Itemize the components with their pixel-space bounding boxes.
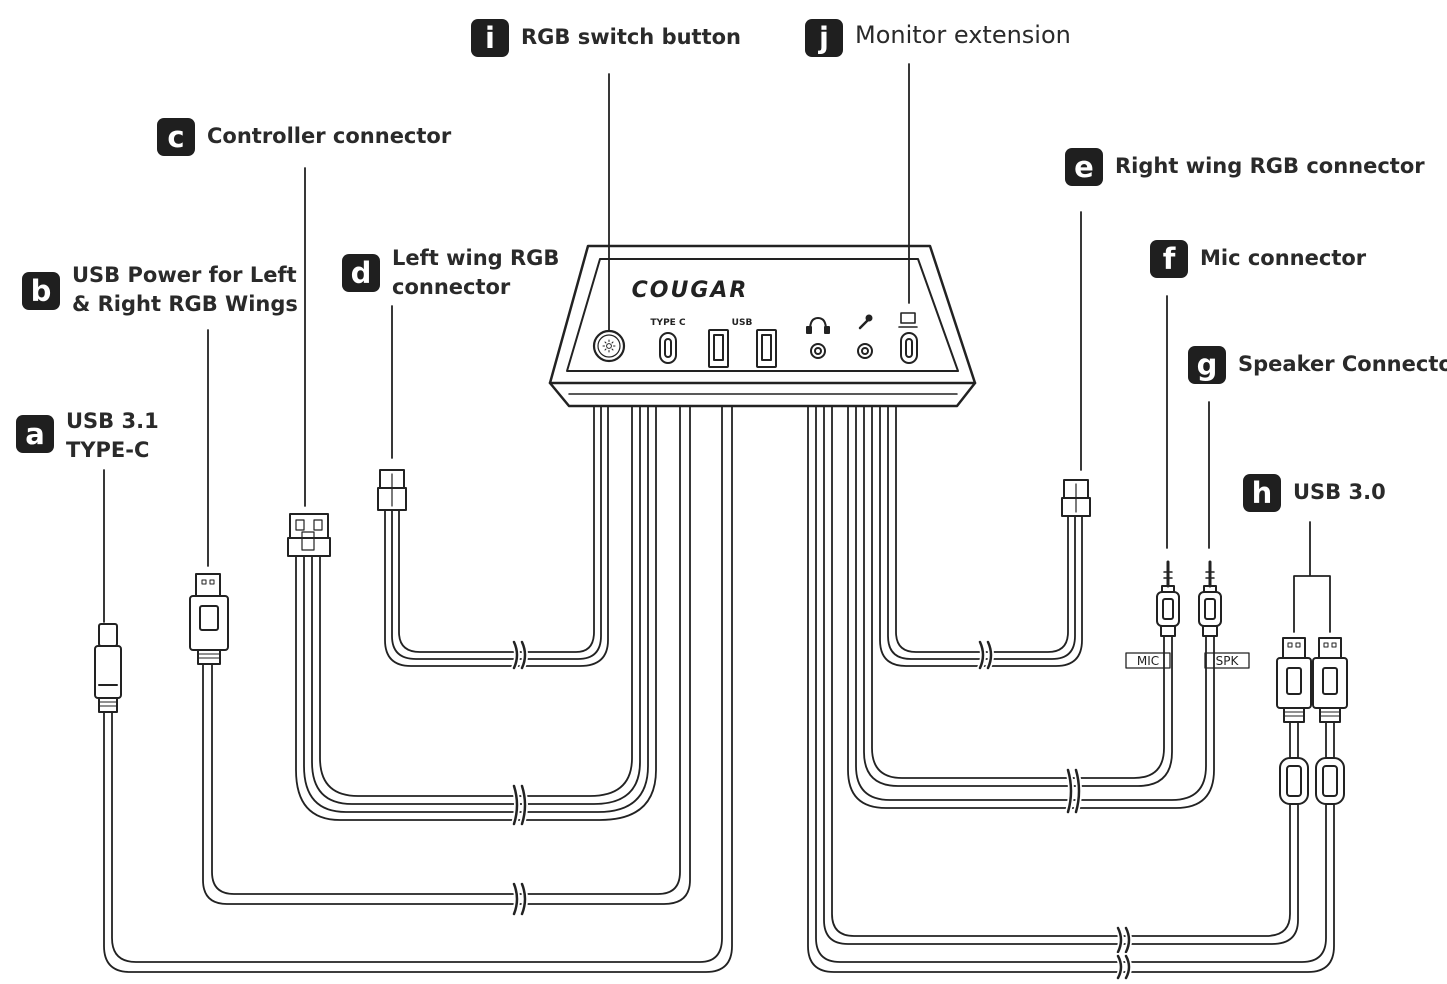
badge-e: e — [1065, 148, 1103, 186]
cable-usb30 — [807, 405, 1335, 973]
monitor-extension-port — [900, 332, 918, 364]
typec-port-label: TYPE C — [650, 318, 686, 328]
label-d-text: Left wing RGB connector — [392, 246, 560, 299]
usb30-plug-1 — [1276, 637, 1312, 723]
typec-port — [659, 332, 677, 364]
badge-a: a — [16, 415, 54, 453]
label-c: c Controller connector — [157, 118, 451, 156]
label-j: j Monitor extension — [805, 19, 1071, 57]
controller-connector-plug — [287, 513, 331, 557]
label-c-text: Controller connector — [207, 124, 452, 148]
label-a: a USB 3.1 TYPE-C — [16, 407, 159, 465]
label-g: g Speaker Connector — [1188, 346, 1447, 384]
label-e-text: Right wing RGB connector — [1115, 154, 1425, 178]
rgb-switch-button — [592, 329, 626, 363]
ferrite-core-2 — [1315, 757, 1345, 805]
label-h-text: USB 3.0 — [1293, 480, 1386, 504]
label-j-text: Monitor extension — [855, 21, 1071, 49]
label-i-text: RGB switch button — [521, 25, 742, 49]
badge-d: d — [342, 254, 380, 292]
mic-tag-text: MIC — [1137, 654, 1159, 668]
cable-usb31-typec — [103, 405, 733, 973]
hub-body — [548, 244, 977, 408]
label-h: h USB 3.0 — [1243, 474, 1386, 512]
hub-brand-logo: COUGAR — [632, 278, 749, 303]
speaker-plug — [1198, 560, 1222, 637]
label-f-text: Mic connector — [1200, 246, 1367, 270]
label-b-text: USB Power for Left & Right RGB Wings — [72, 263, 298, 316]
badge-c: c — [157, 118, 195, 156]
left-wing-rgb-plug — [377, 469, 407, 511]
headphone-jack — [810, 343, 826, 359]
label-a-text: USB 3.1 TYPE-C — [66, 409, 159, 462]
mic-plug — [1156, 560, 1180, 637]
badge-h: h — [1243, 474, 1281, 512]
label-f: f Mic connector — [1150, 240, 1366, 278]
badge-j: j — [805, 19, 843, 57]
usb-a-power-plug — [189, 573, 229, 665]
spk-tag — [1204, 652, 1250, 669]
usb30-plug-2 — [1312, 637, 1348, 723]
microphone-icon — [858, 314, 873, 330]
monitor-icon — [898, 312, 918, 328]
leader-lines — [103, 63, 1331, 633]
usb-typec-plug — [94, 623, 122, 713]
cable-break-marks — [511, 639, 1132, 981]
label-g-text: Speaker Connector — [1238, 352, 1447, 376]
label-d: d Left wing RGB connector — [342, 244, 559, 302]
mic-jack — [857, 343, 873, 359]
label-b: b USB Power for Left & Right RGB Wings — [22, 261, 298, 319]
badge-i: i — [471, 19, 509, 57]
label-i: i RGB switch button — [471, 19, 741, 57]
cable-mic-speaker — [847, 405, 1215, 809]
badge-b: b — [22, 272, 60, 310]
cable-left-wing-rgb — [384, 405, 609, 667]
cable-right-wing-rgb — [879, 405, 1083, 667]
ferrite-core-1 — [1279, 757, 1309, 805]
usb-port-2 — [756, 329, 777, 368]
label-e: e Right wing RGB connector — [1065, 148, 1425, 186]
sun-icon — [602, 339, 616, 353]
usb-port-label: USB — [732, 318, 753, 328]
mic-tag — [1125, 652, 1171, 669]
badge-f: f — [1150, 240, 1188, 278]
headphone-icon — [806, 317, 830, 334]
spk-tag-text: SPK — [1216, 654, 1240, 668]
cable-usb-power — [202, 405, 691, 905]
usb-port-1 — [708, 329, 729, 368]
right-wing-rgb-plug — [1061, 479, 1091, 517]
cable-controller — [295, 405, 657, 821]
badge-g: g — [1188, 346, 1226, 384]
